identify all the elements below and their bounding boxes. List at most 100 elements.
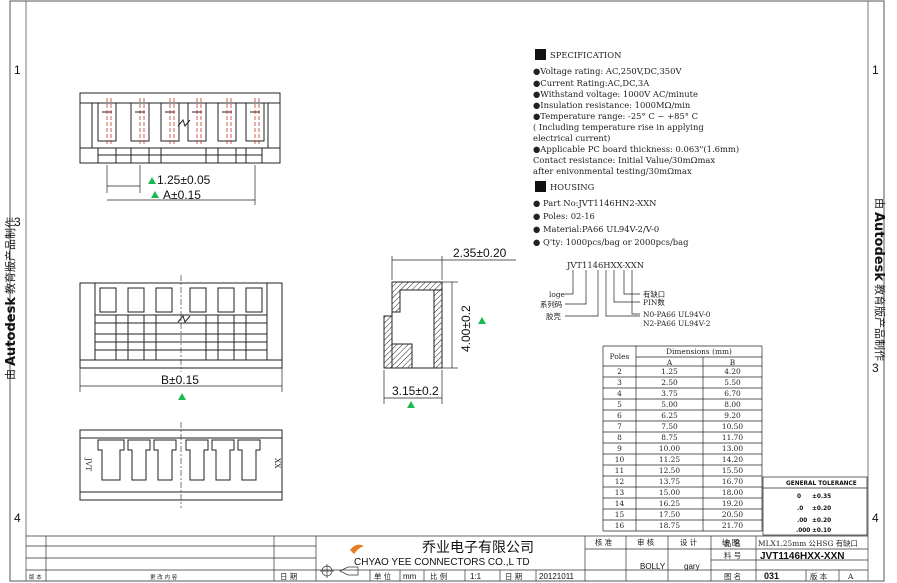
top-a-marker-icon (151, 191, 159, 198)
table-cell-a: 17.50 (659, 510, 680, 519)
spec-line: ●Current Rating:AC,DC,3A (533, 78, 650, 88)
company-name-cn: 乔业电子有限公司 (422, 540, 534, 556)
table-cell-a: 3.75 (661, 389, 678, 398)
tb-label-drafter: 绘 图 (722, 538, 739, 547)
table-cell-poles: 16 (615, 521, 625, 530)
watermark-right-brand: Autodesk (871, 212, 886, 281)
tolerance-table (762, 476, 868, 536)
border-number-right-4: 4 (872, 511, 879, 525)
tolerance-key: 0 (797, 494, 801, 500)
tb-unit: mm (403, 572, 417, 581)
table-cell-a: 10.00 (659, 444, 680, 453)
sheet-border (9, 0, 885, 582)
table-header-dimensions: Dimensions (mm) (666, 347, 732, 356)
housing-line: ● Q'ty: 1000pcs/bag or 2000pcs/bag (533, 237, 689, 247)
tb-designer: BOLLY (640, 562, 666, 571)
housing-line: ● Material:PA66 UL94V-2/V-0 (533, 224, 659, 234)
spec-line: ●Temperature range: -25° C ~ +85° C (533, 111, 698, 121)
table-cell-poles: 2 (617, 367, 622, 376)
table-cell-poles: 6 (617, 411, 622, 420)
front-b-dimension: B±0.15 (161, 373, 199, 387)
spec-lines: ●Voltage rating: AC,250V,DC,350V ●Curren… (533, 66, 739, 176)
table-cell-a: 1.25 (661, 367, 678, 376)
table-cell-a: 18.75 (659, 521, 680, 530)
part-code-left-label: 胶壳 (546, 312, 561, 321)
side-width-dimension: 2.35±0.20 (453, 246, 507, 260)
table-cell-a: 11.25 (659, 455, 680, 464)
table-cell-poles: 11 (615, 466, 624, 475)
border-number-right-1: 1 (872, 63, 879, 77)
table-cell-poles: 8 (617, 433, 622, 442)
table-cell-b: 10.50 (722, 422, 743, 431)
watermark-left-brand: Autodesk (4, 297, 19, 366)
tb-label-check: 审 核 (637, 538, 655, 547)
watermark-right-prefix: 由 (873, 198, 887, 209)
tolerance-key: .000 (796, 528, 810, 534)
table-cell-poles: 10 (615, 455, 625, 464)
bottom-view (79, 429, 283, 501)
spec-line: ●Applicable PC board thickness: 0.063"(1… (533, 144, 739, 154)
watermark-left: 由 Autodesk 教育版产品制作 (3, 217, 19, 380)
side-base-dimension: 3.15±0.2 (392, 384, 439, 398)
border-number-right-3: 3 (872, 361, 879, 375)
table-cell-b: 21.70 (722, 521, 743, 530)
tb-label-content: 更 改 内 容 (150, 573, 178, 581)
tolerance-key: .0 (797, 506, 803, 512)
table-cell-poles: 4 (617, 389, 622, 398)
side-base-marker-icon (407, 401, 415, 408)
table-header-poles: Poles (610, 352, 630, 361)
tb-label-design: 核 准 (595, 538, 613, 547)
table-cell-a: 16.25 (659, 499, 680, 508)
part-code-left-label: loge (549, 290, 565, 299)
spec-line: ●Insulation resistance: 1000MΩ/min (533, 100, 691, 110)
tb-label-draw: 设 计 (680, 538, 698, 547)
tolerance-value: ±0.35 (812, 494, 831, 500)
tb-product-name: MLX1.25mm 公HSG 有缺口 (758, 539, 858, 548)
table-header-b: B (730, 358, 735, 367)
part-code-right-label: PIN数 (643, 298, 665, 307)
part-code-right-label: N0-PA66 UL94V-0 (643, 310, 711, 319)
table-cell-poles: 12 (615, 477, 624, 486)
spec-line: ●Voltage rating: AC,250V,DC,350V (533, 66, 682, 76)
table-cell-b: 19.20 (722, 499, 743, 508)
side-height-marker-icon (478, 317, 486, 324)
tb-label-date: 日 期 (505, 572, 522, 581)
part-code: JVT1146HXX-XXN (566, 260, 644, 270)
watermark-right: 由 Autodesk 教育版产品制作 (871, 198, 887, 361)
top-pitch-dimension: 1.25±0.05 (157, 173, 211, 187)
tolerance-key: .00 (797, 518, 807, 524)
top-pitch-marker-icon (148, 177, 156, 184)
border-number-left-3: 3 (14, 215, 21, 229)
table-header-a: A (666, 358, 673, 367)
tb-version: A (847, 572, 854, 581)
table-cell-poles: 7 (617, 422, 622, 431)
table-cell-b: 15.50 (722, 466, 743, 475)
front-view-dimension-lines (79, 368, 283, 392)
table-cell-b: 16.70 (722, 477, 743, 486)
housing-header-icon (535, 181, 546, 192)
top-a-dimension: A±0.15 (163, 188, 201, 202)
bottom-view-text-right: XX (273, 458, 282, 469)
front-b-marker-icon (178, 393, 186, 400)
spec-line: Contact resistance: Initial Value/30mΩma… (533, 155, 715, 165)
tb-part-no: JVT1146HXX-XXN (760, 551, 845, 562)
table-cell-b: 20.50 (722, 510, 743, 519)
tb-date: 20121011 (539, 572, 575, 581)
tb-label-name: 品 名 (724, 539, 741, 548)
table-cell-a: 2.50 (661, 378, 678, 387)
table-cell-a: 8.75 (661, 433, 678, 442)
part-code-right-label: N2-PA66 UL94V-2 (643, 319, 710, 328)
top-view (79, 92, 281, 164)
housing-header: HOUSING (550, 182, 595, 192)
tb-label-scale: 比 例 (430, 572, 447, 581)
table-cell-b: 5.50 (724, 378, 741, 387)
table-cell-b: 9.20 (724, 411, 741, 420)
tb-scale: 1:1 (470, 572, 482, 581)
tolerance-value: ±0.20 (812, 506, 831, 512)
tolerance-value: ±0.10 (812, 528, 831, 534)
tolerance-value: ±0.20 (812, 518, 831, 524)
table-cell-a: 12.50 (659, 466, 680, 475)
border-number-left-4: 4 (14, 511, 21, 525)
